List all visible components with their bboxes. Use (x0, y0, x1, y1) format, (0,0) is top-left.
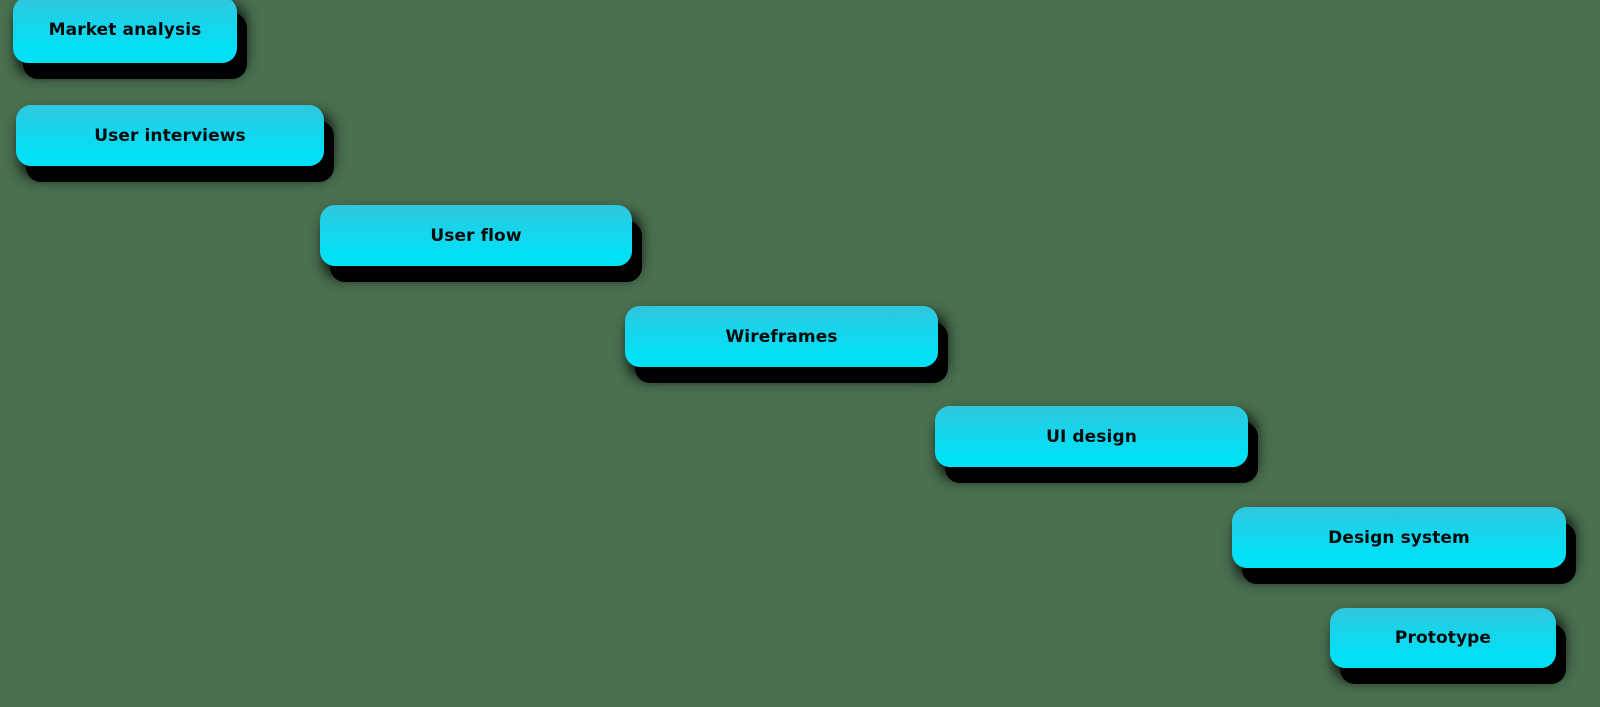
gantt-bar[interactable]: Design system (1232, 507, 1566, 568)
gantt-bar[interactable]: Market analysis (13, 0, 237, 63)
gantt-bar-label: Market analysis (48, 20, 202, 40)
gantt-bar[interactable]: Wireframes (625, 306, 938, 367)
gantt-bar-label: User flow (430, 225, 522, 246)
gantt-bar[interactable]: User interviews (16, 105, 324, 166)
gantt-bar-label: UI design (1046, 426, 1137, 447)
gantt-bar[interactable]: Prototype (1330, 608, 1556, 668)
gantt-bar-label: Prototype (1394, 628, 1492, 648)
gantt-bar-label: Design system (1328, 527, 1470, 548)
gantt-bar[interactable]: UI design (935, 406, 1248, 467)
gantt-bar-label: User interviews (94, 125, 246, 146)
gantt-bar-label: Wireframes (725, 326, 838, 347)
gantt-bar[interactable]: User flow (320, 205, 632, 266)
